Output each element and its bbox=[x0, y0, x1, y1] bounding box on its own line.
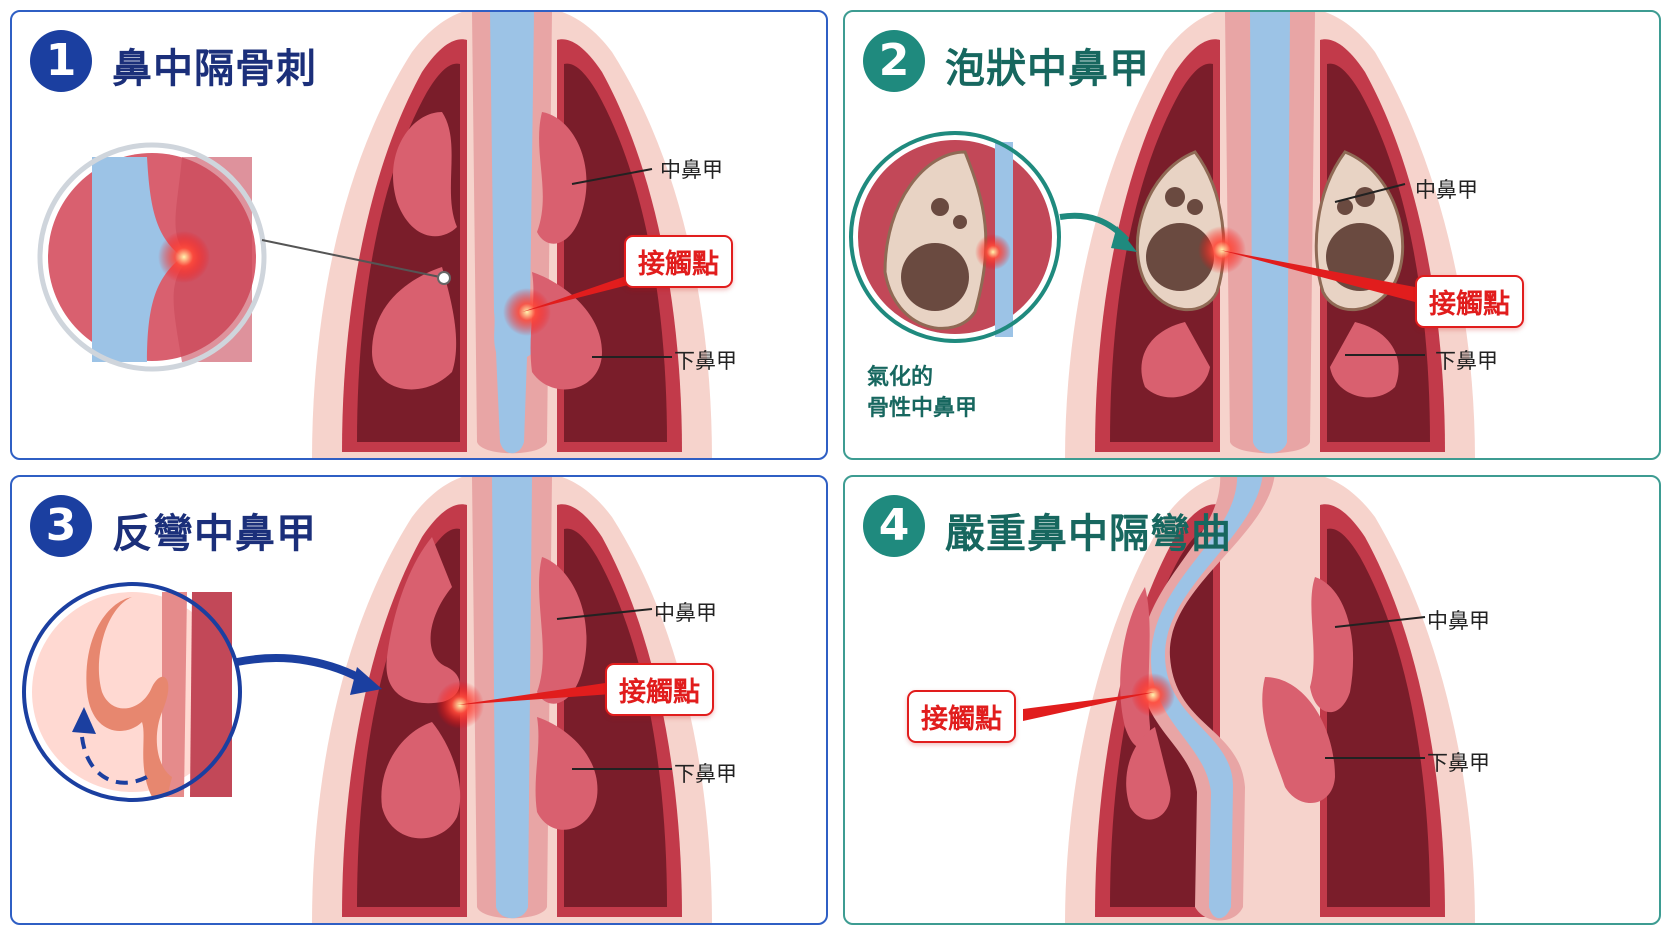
nasal-cavity-illustration bbox=[37, 12, 712, 458]
panel-number-badge: 4 bbox=[863, 495, 925, 557]
panel-title: 泡狀中鼻甲 bbox=[945, 46, 1150, 92]
panel-concha-bullosa: 2 泡狀中鼻甲 中鼻甲 下鼻甲 接觸點 氣化的 骨性中鼻甲 bbox=[843, 10, 1661, 460]
middle-turbinate-label: 中鼻甲 bbox=[654, 601, 717, 625]
middle-turbinate-label: 中鼻甲 bbox=[1415, 178, 1478, 202]
contact-point-label: 接觸點 bbox=[624, 235, 733, 288]
nasal-cavity-illustration bbox=[849, 12, 1475, 458]
nasal-cavity-illustration bbox=[1023, 477, 1475, 923]
panel-septal-spur: 1 鼻中隔骨刺 中鼻甲 下鼻甲 接觸點 bbox=[10, 10, 828, 460]
panel-number-badge: 3 bbox=[30, 495, 92, 557]
panel-title: 鼻中隔骨刺 bbox=[112, 46, 317, 92]
contact-point-label: 接觸點 bbox=[907, 690, 1016, 743]
middle-turbinate-label: 中鼻甲 bbox=[1427, 609, 1490, 633]
inferior-turbinate-label: 下鼻甲 bbox=[1427, 751, 1490, 775]
panel-title: 嚴重鼻中隔彎曲 bbox=[945, 511, 1232, 557]
nasal-cavity-illustration bbox=[22, 477, 712, 923]
inferior-turbinate-label: 下鼻甲 bbox=[674, 762, 737, 786]
panel-title: 反彎中鼻甲 bbox=[112, 511, 317, 557]
inferior-turbinate-label: 下鼻甲 bbox=[674, 349, 737, 373]
inferior-turbinate-label: 下鼻甲 bbox=[1435, 349, 1498, 373]
panel-paradoxical-turbinate: 3 反彎中鼻甲 中鼻甲 下鼻甲 接觸點 bbox=[10, 475, 828, 925]
panel-number-badge: 2 bbox=[863, 30, 925, 92]
pneumatized-note: 氣化的 骨性中鼻甲 bbox=[867, 362, 977, 424]
note-line-1: 氣化的 bbox=[867, 365, 934, 390]
contact-point-label: 接觸點 bbox=[1415, 275, 1524, 328]
panel-number-badge: 1 bbox=[30, 30, 92, 92]
panel-severe-septal-deviation: 4 嚴重鼻中隔彎曲 中鼻甲 下鼻甲 接觸點 bbox=[843, 475, 1661, 925]
note-line-2: 骨性中鼻甲 bbox=[867, 396, 978, 421]
contact-point-label: 接觸點 bbox=[605, 663, 714, 716]
middle-turbinate-label: 中鼻甲 bbox=[660, 158, 723, 182]
